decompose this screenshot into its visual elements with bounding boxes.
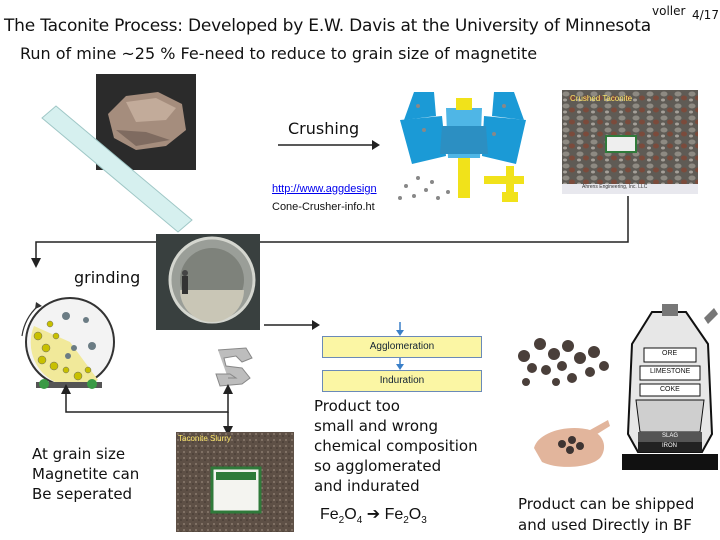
reduction-formula: Fe2O4 ➔ Fe2O3 — [320, 504, 427, 526]
bf-label-coke: COKE — [660, 386, 680, 393]
formula-arrow-icon: ➔ — [366, 506, 381, 523]
crushing-arrow — [278, 140, 380, 150]
formula-product-fe: Fe — [384, 506, 404, 523]
spiral-separator-image — [212, 344, 260, 388]
formula-product-o: O — [408, 506, 422, 523]
taconite-slurry-photo: Taconite Slurry — [176, 432, 294, 532]
agg-note-line-2: small and wrong — [314, 417, 439, 435]
hand-pellets-photo — [528, 414, 612, 474]
to-agglomeration-arrow — [264, 320, 320, 330]
separation-text: At grain size Magnetite can Be seperated — [32, 444, 139, 504]
agg-note-line-4: so agglomerated — [314, 457, 442, 475]
agg-note-line-5: and indurated — [314, 477, 420, 495]
separation-line-3: Be seperated — [32, 485, 133, 503]
formula-product-sub2: 3 — [421, 515, 427, 527]
formula-reactant-o: O — [344, 506, 357, 523]
shipping-line-2: and used Directly in BF — [518, 516, 692, 534]
bf-label-limestone: LIMESTONE — [650, 368, 691, 375]
separation-line-2: Magnetite can — [32, 465, 140, 483]
raw-ore-photo — [96, 74, 196, 170]
crushed-taconite-caption: Crushed Taconite — [570, 94, 633, 103]
author-label: voller — [652, 4, 686, 18]
agg-note-line-1: Product too — [314, 397, 400, 415]
bf-label-iron: IRON — [662, 443, 677, 449]
crusher-link-tail[interactable]: Cone-Crusher-info.ht — [272, 201, 375, 213]
taconite-slurry-caption: Taconite Slurry — [178, 434, 231, 443]
crusher-to-grinding-connector — [31, 196, 629, 268]
flow-arrows — [396, 322, 404, 370]
grinding-label: grinding — [74, 268, 141, 287]
induration-box: Induration — [322, 370, 482, 392]
agg-note-line-3: chemical composition — [314, 437, 478, 455]
shipping-line-1: Product can be shipped — [518, 495, 695, 513]
cone-crusher-diagram — [384, 86, 536, 212]
blast-furnace-diagram: ORE LIMESTONE COKE SLAG IRON — [622, 304, 718, 472]
shipping-text: Product can be shipped and used Directly… — [518, 494, 694, 536]
agglomeration-box: Agglomeration — [322, 336, 482, 358]
grinding-mill-photo — [156, 234, 260, 330]
formula-reactant-sub2: 4 — [356, 515, 363, 527]
crusher-link-url[interactable]: http://www.aggdesign — [272, 183, 377, 195]
separation-line-1: At grain size — [32, 445, 126, 463]
slide-number: 4/17 — [692, 8, 719, 22]
crushing-label: Crushing — [288, 119, 360, 138]
slide-title: The Taconite Process: Developed by E.W. … — [4, 16, 651, 36]
formula-reactant-sub1: 2 — [338, 515, 345, 527]
crusher-credit-caption: Ahrens Engineering, Inc. LLC — [582, 184, 648, 190]
bf-label-ore: ORE — [662, 350, 678, 357]
agglomeration-note: Product too small and wrong chemical com… — [314, 396, 478, 496]
pellets-photo — [510, 324, 614, 402]
crushed-taconite-photo: Crushed Taconite Ahrens Engineering, Inc… — [562, 90, 698, 194]
ball-mill-diagram — [8, 296, 120, 390]
formula-reactant-fe: Fe — [320, 506, 339, 523]
crusher-info-link[interactable]: http://www.aggdesign Cone-Crusher-info.h… — [272, 180, 377, 216]
scale-ruler-image — [36, 96, 196, 236]
formula-product-sub1: 2 — [403, 515, 409, 527]
slide-subtitle: Run of mine ~25 % Fe-need to reduce to g… — [20, 44, 538, 63]
bf-label-slag: SLAG — [662, 433, 679, 439]
